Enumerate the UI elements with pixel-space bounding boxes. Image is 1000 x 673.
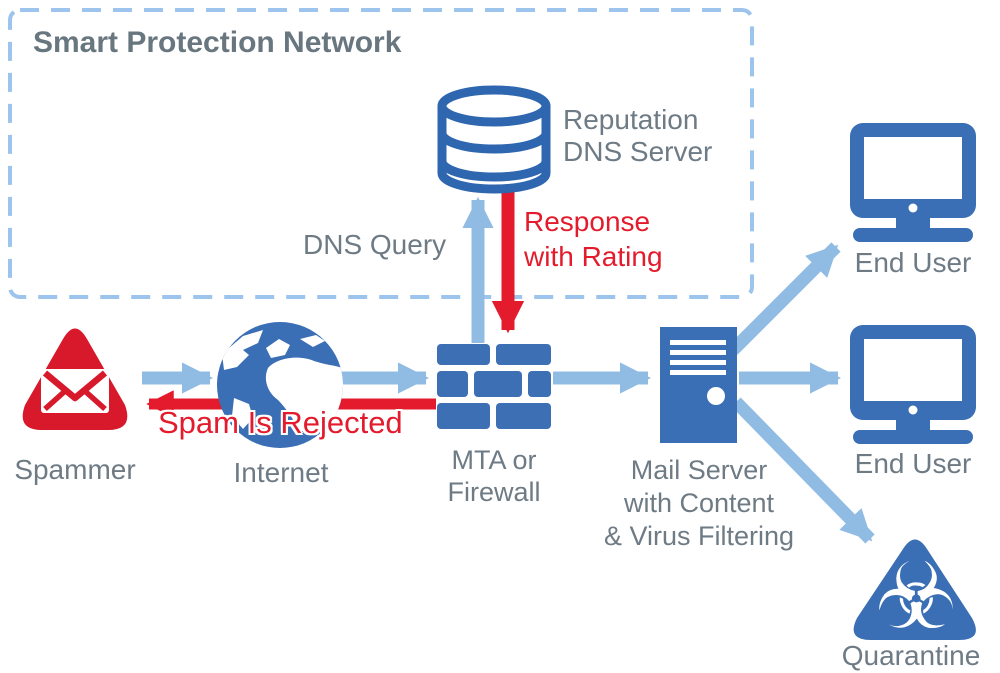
firewall-bricks-icon (437, 344, 551, 429)
biohazard-triangle-icon: ☣ (853, 539, 976, 650)
diagram-title: Smart Protection Network (33, 26, 402, 59)
end-user-middle-label: End User (854, 448, 972, 479)
quarantine-label: Quarantine (841, 640, 981, 671)
monitor-icon (850, 123, 976, 242)
spam-warning-triangle-icon (22, 328, 128, 430)
dns-query-label: DNS Query (303, 229, 447, 260)
monitor-icon (850, 325, 976, 444)
globe-icon (217, 322, 343, 448)
end-user-top-label: End User (854, 247, 972, 278)
arrow-mail-to-enduser-top (728, 242, 841, 355)
envelope-icon (41, 369, 109, 413)
internet-label: Internet (233, 457, 329, 488)
biohazard-icon: ☣ (875, 543, 957, 650)
spam-is-rejected-label: Spam Is Rejected (158, 405, 403, 440)
smart-protection-network-box (8, 8, 754, 299)
spammer-label: Spammer (14, 454, 136, 485)
database-icon (437, 85, 551, 194)
flow-arrows (142, 196, 875, 544)
arrow-mail-to-quarantine (731, 397, 875, 544)
server-tower-icon (660, 327, 737, 443)
